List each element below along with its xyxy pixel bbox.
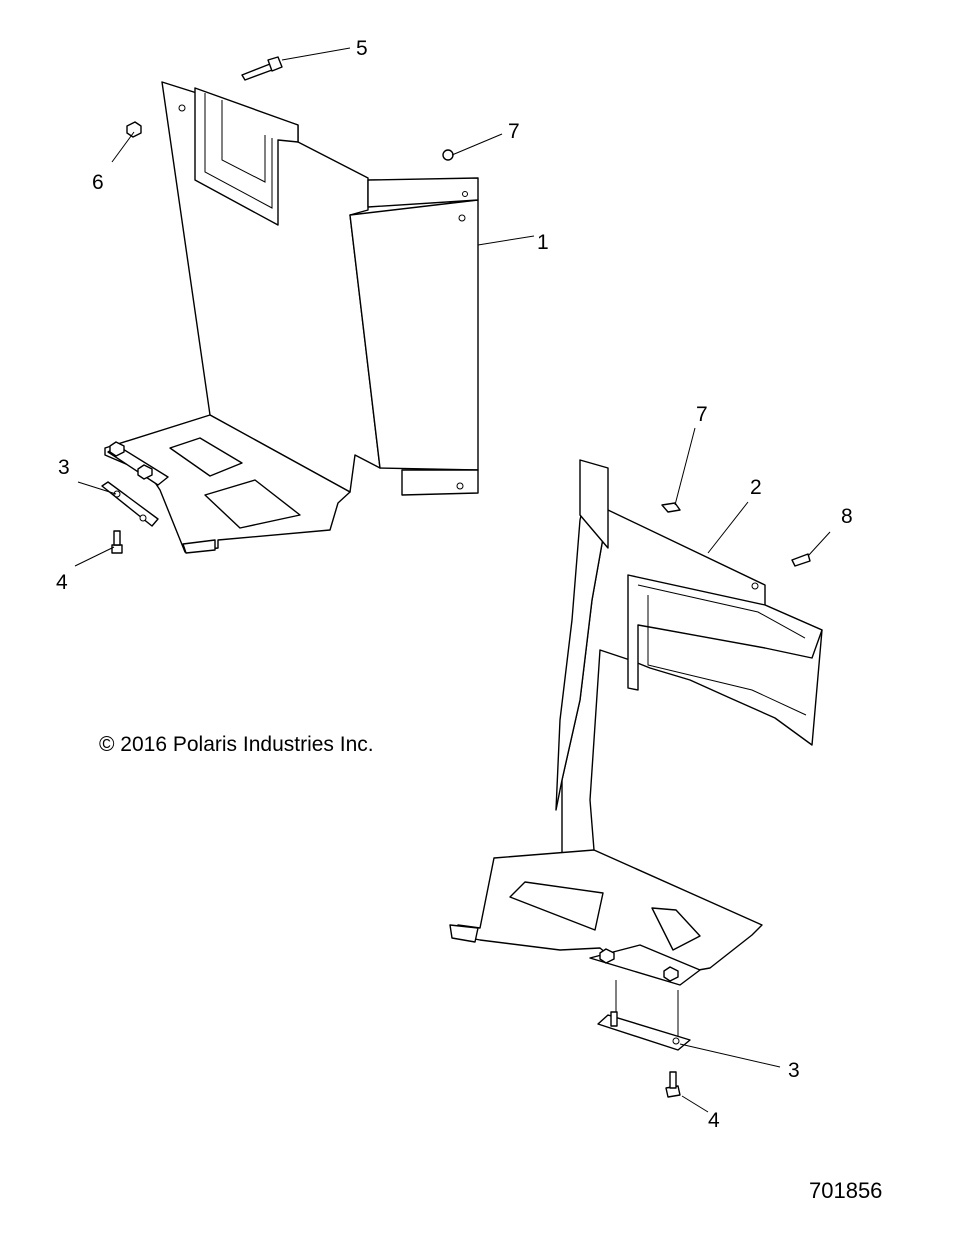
left-hardware [101,56,454,554]
callout-left-7: 7 [508,120,520,143]
callout-right-2: 2 [750,476,762,499]
copyright-notice: © 2016 Polaris Industries Inc. [99,733,374,756]
callout-right-7: 7 [696,403,708,426]
left-panel-part-1 [104,81,479,554]
callout-left-6: 6 [92,171,104,194]
callout-labels: 5 6 7 1 3 4 7 2 8 3 4 [56,37,853,1132]
callout-right-4: 4 [708,1109,720,1132]
callout-left-1: 1 [537,231,549,254]
right-panel-part-2 [449,459,823,976]
right-leaders [674,427,831,1113]
left-leaders [74,47,535,567]
right-hardware [589,502,811,1098]
callout-left-3: 3 [58,456,70,479]
callout-left-5: 5 [356,37,368,60]
callout-right-8: 8 [841,505,853,528]
drawing-number: 701856 [809,1178,883,1203]
callout-left-4: 4 [56,571,68,594]
callout-right-3: 3 [788,1059,800,1082]
